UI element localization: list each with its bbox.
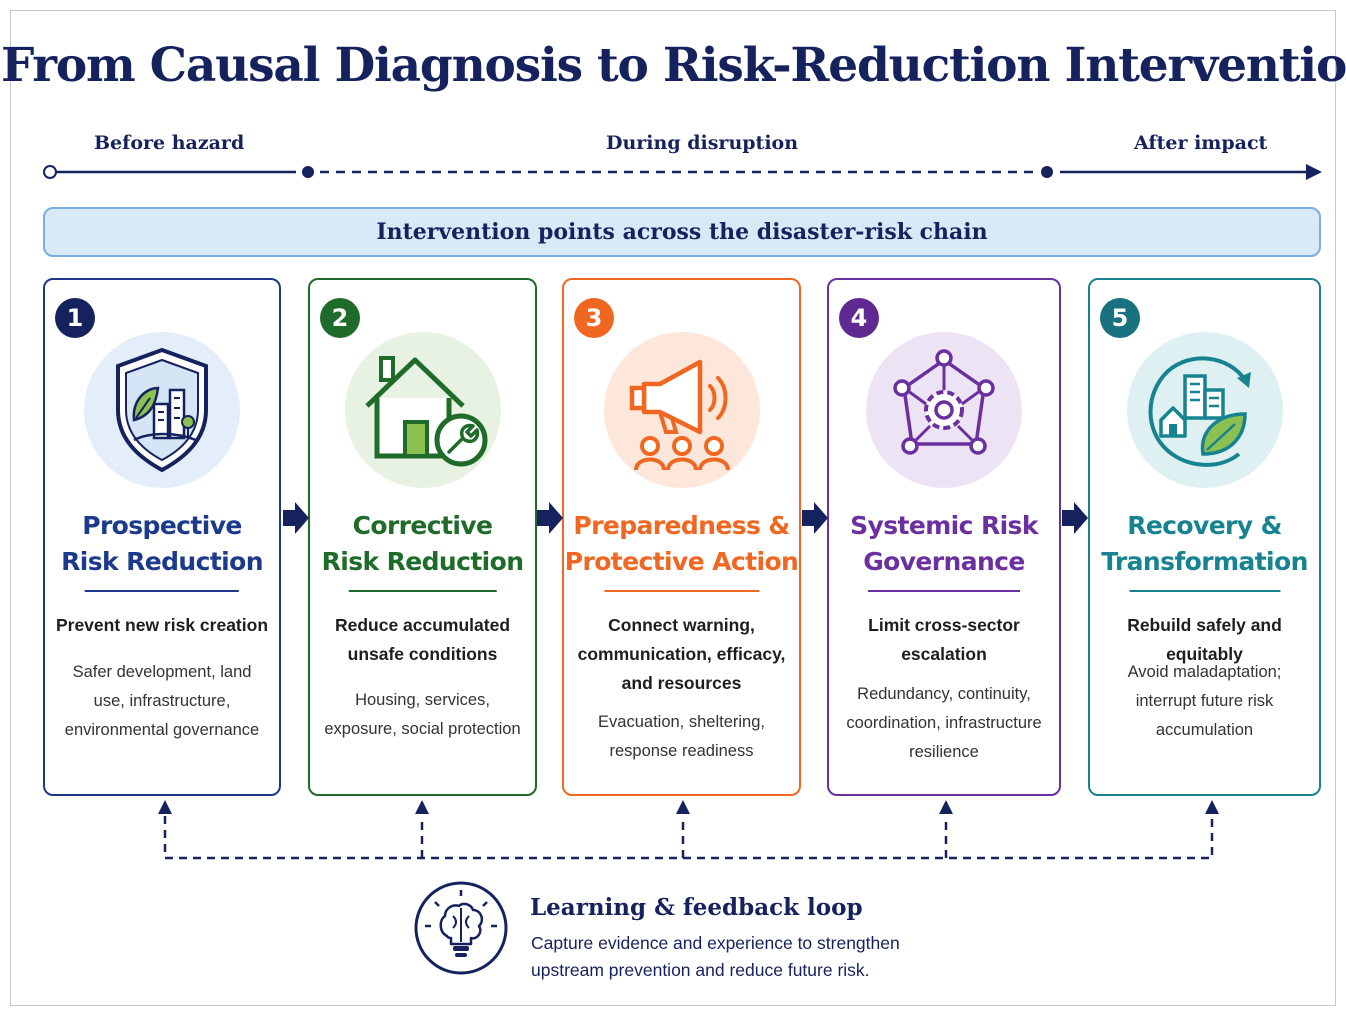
card-title-line2: Risk Reduction bbox=[61, 547, 263, 576]
phase-before-hazard: Before hazard bbox=[94, 132, 245, 154]
timeline-during-start-marker bbox=[302, 166, 314, 178]
card-recovery-transformation: 5 Recovery & Transformation Rebuild safe… bbox=[1088, 278, 1321, 796]
card-subtitle: Rebuild safely and equitably bbox=[1127, 615, 1282, 664]
flow-arrow-icon bbox=[283, 502, 309, 534]
phase-during-disruption: During disruption bbox=[606, 132, 799, 154]
card-description: Safer development, land use, infrastruct… bbox=[64, 663, 260, 739]
flow-arrow-icon bbox=[537, 502, 563, 534]
intervention-band: Intervention points across the disaster-… bbox=[43, 207, 1321, 257]
card-preparedness-protective-action: 3 Preparedness & Protective Action Conne… bbox=[562, 278, 801, 796]
card-title-line2: Governance bbox=[863, 547, 1025, 576]
card-divider bbox=[348, 590, 497, 592]
card-title-line1: Recovery & bbox=[1127, 511, 1282, 540]
card-divider bbox=[1128, 590, 1281, 592]
card-title-line2: Protective Action bbox=[564, 547, 799, 576]
card-subtitle: Reduce accumulated unsafe conditions bbox=[334, 615, 511, 664]
card-title-line2: Transformation bbox=[1101, 547, 1308, 576]
card-title: Corrective Risk Reduction bbox=[310, 508, 535, 580]
card-divider bbox=[603, 590, 760, 592]
timeline bbox=[43, 164, 1322, 180]
flow-arrow-icon bbox=[1062, 502, 1088, 534]
card-number-badge: 4 bbox=[839, 298, 879, 338]
feedback-title: Learning & feedback loop bbox=[530, 894, 863, 921]
card-divider bbox=[84, 590, 240, 592]
network-gear-icon bbox=[866, 332, 1022, 488]
card-title: Systemic Risk Governance bbox=[829, 508, 1059, 580]
card-title-line1: Systemic Risk bbox=[850, 511, 1038, 540]
brain-lightbulb-icon bbox=[414, 881, 508, 975]
card-description: Redundancy, continuity, coordination, in… bbox=[846, 685, 1042, 761]
card-number-badge: 1 bbox=[55, 298, 95, 338]
shield-city-leaf-icon bbox=[84, 332, 240, 488]
card-subtitle: Limit cross-sector escalation bbox=[868, 615, 1020, 664]
card-corrective-risk-reduction: 2 Corrective Risk Reduction Reduce accum… bbox=[308, 278, 537, 796]
timeline-during-end-marker bbox=[1041, 166, 1053, 178]
card-subtitle: Prevent new risk creation bbox=[55, 615, 269, 635]
timeline-arrowhead-icon bbox=[1306, 164, 1322, 180]
card-description: Evacuation, sheltering, response readine… bbox=[598, 713, 765, 760]
card-systemic-risk-governance: 4 Systemic Risk Governance Limit cross-s… bbox=[827, 278, 1061, 796]
card-title: Recovery & Transformation bbox=[1090, 508, 1319, 580]
flow-arrow-icon bbox=[802, 502, 828, 534]
card-description: Housing, services, exposure, social prot… bbox=[324, 691, 521, 738]
feedback-description: Capture evidence and experience to stren… bbox=[531, 933, 900, 980]
card-number-badge: 2 bbox=[320, 298, 360, 338]
card-title-line1: Corrective bbox=[352, 511, 493, 540]
card-title: Preparedness & Protective Action bbox=[564, 508, 799, 580]
timeline-start-marker bbox=[43, 165, 57, 179]
card-subtitle: Connect warning, communication, efficacy… bbox=[577, 615, 786, 693]
card-title-line1: Prospective bbox=[82, 511, 242, 540]
card-title-line2: Risk Reduction bbox=[321, 547, 524, 576]
card-description: Avoid maladaptation; interrupt future ri… bbox=[1127, 663, 1282, 739]
card-prospective-risk-reduction: 1 Prospective Risk Reduction Prevent new… bbox=[43, 278, 281, 796]
card-number-badge: 3 bbox=[574, 298, 614, 338]
megaphone-people-icon bbox=[603, 332, 760, 488]
phase-after-impact: After impact bbox=[1134, 132, 1268, 154]
card-divider bbox=[868, 590, 1020, 592]
card-title: Prospective Risk Reduction bbox=[45, 508, 279, 580]
card-number-badge: 5 bbox=[1100, 298, 1140, 338]
card-title-line1: Preparedness & bbox=[573, 511, 790, 540]
city-leaf-cycle-icon bbox=[1126, 332, 1283, 488]
house-wrench-icon bbox=[344, 332, 501, 488]
diagram-title: From Causal Diagnosis to Risk-Reduction … bbox=[0, 38, 1346, 93]
